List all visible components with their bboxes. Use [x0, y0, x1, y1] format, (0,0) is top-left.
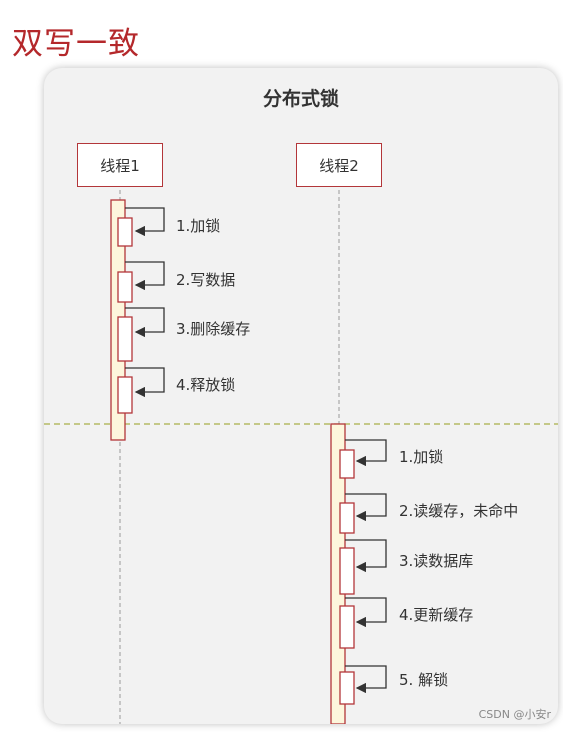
thread1-step-1: 1.加锁: [176, 217, 221, 235]
self-call-thread1-1: [117, 207, 165, 247]
thread2-step-5: 5. 解锁: [399, 671, 449, 689]
actor-thread2-label: 线程2: [319, 156, 359, 175]
thread2-step-1: 1.加锁: [399, 448, 444, 466]
thread1-step-3: 3.删除缓存: [176, 320, 251, 338]
thread2-step-2: 2.读缓存，未命中: [399, 502, 519, 520]
actor-thread1-label: 线程1: [100, 156, 140, 175]
self-call-thread2-4: [339, 597, 387, 649]
thread1-step-2: 2.写数据: [176, 271, 236, 289]
diagram-card: 分布式锁: [44, 68, 558, 724]
self-call-thread1-4: [117, 367, 165, 414]
thread2-step-3: 3.读数据库: [399, 552, 474, 570]
diagram-title: 分布式锁: [262, 88, 339, 110]
actor-thread2: 线程2: [296, 143, 382, 187]
self-call-thread1-3: [117, 307, 165, 362]
thread2-step-4: 4.更新缓存: [399, 606, 474, 624]
actor-thread1: 线程1: [77, 143, 163, 187]
self-call-thread2-2: [339, 493, 387, 534]
watermark: CSDN @小安r: [478, 708, 551, 721]
page-title: 双写一致: [12, 26, 140, 62]
self-call-thread1-2: [117, 261, 165, 303]
sequence-diagram: [44, 190, 558, 724]
self-call-thread2-3: [339, 539, 387, 595]
thread1-step-4: 4.释放锁: [176, 376, 236, 394]
self-call-thread2-5: [339, 665, 387, 705]
self-call-thread2-1: [339, 439, 387, 479]
